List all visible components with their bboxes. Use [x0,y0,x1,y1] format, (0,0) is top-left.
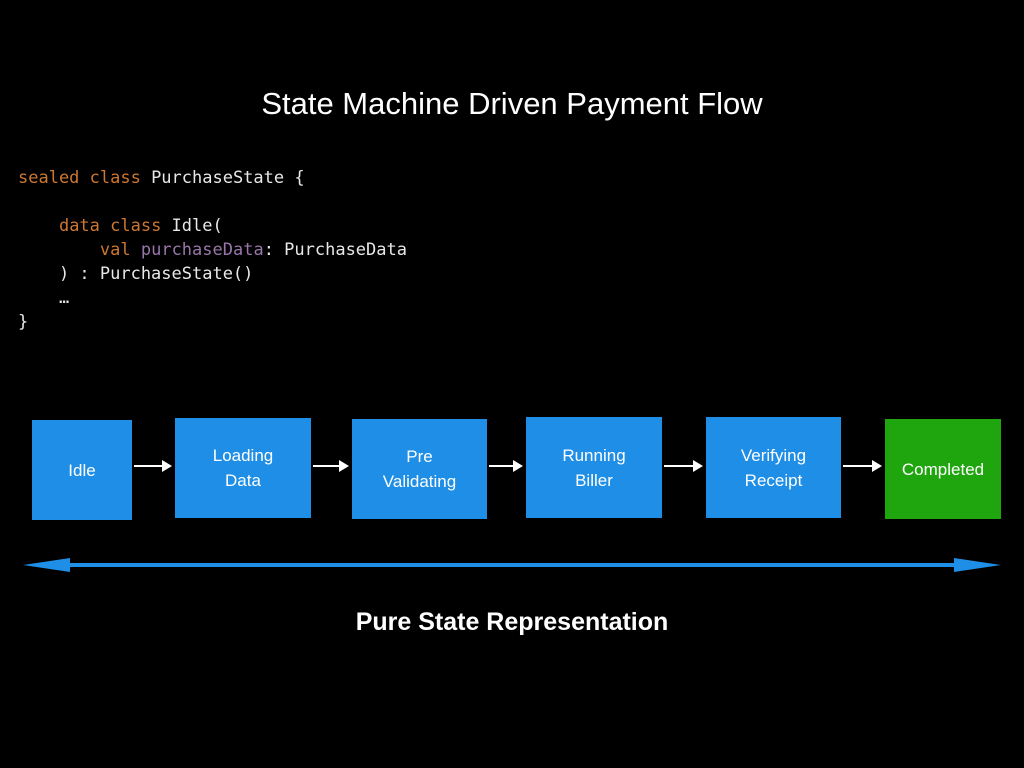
code-snippet: sealed class PurchaseState { data class … [18,166,407,334]
code-keyword: data class [58,216,162,236]
code-line: ) : PurchaseState() [18,264,254,284]
state-idle: Idle [32,420,132,520]
state-label: Idle [68,460,96,480]
code-indent [18,216,59,236]
code-text: Idle( [161,216,223,236]
code-keyword: val [99,240,131,260]
state-label: Pre Validating [382,447,457,491]
code-space [131,240,141,260]
state-completed: Completed [885,419,1001,519]
state-label: Completed [901,459,985,479]
code-line: } [18,312,29,332]
state-pre-validating: Pre Validating [352,419,487,519]
code-line: … [18,288,70,308]
transition-arrow [489,460,523,472]
transition-arrow [313,460,349,472]
state-label: Verifying Receipt [740,445,807,490]
arrow-head-left [23,558,70,572]
slide-title: State Machine Driven Payment Flow [261,86,763,121]
state-loading-data: Loading Data [175,418,311,518]
code-text: PurchaseState { [140,168,305,188]
state-label: Loading Data [212,446,274,490]
code-indent [18,240,100,260]
code-property: purchaseData [140,240,264,260]
code-text: : PurchaseData [263,240,407,260]
arrow-head-right [954,558,1001,572]
double-headed-arrow [23,558,1001,572]
transition-arrow [134,460,172,472]
transition-arrow [664,460,703,472]
state-running-biller: Running Biller [526,417,662,518]
state-label: Running Biller [562,445,626,490]
state-verifying-receipt: Verifying Receipt [706,417,841,518]
caption: Pure State Representation [355,608,669,636]
code-keyword: sealed class [18,168,141,188]
transition-arrow [843,460,882,472]
